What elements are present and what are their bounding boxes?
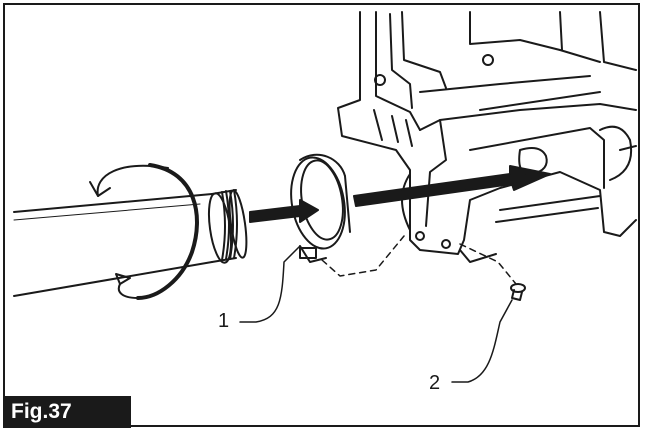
figure-frame — [3, 3, 640, 427]
callout-2: 2 — [429, 372, 441, 394]
guide-lines — [321, 235, 517, 285]
figure-label: Fig.37 — [3, 396, 131, 428]
insert-arrow-2 — [353, 165, 551, 207]
callout-1: 1 — [218, 310, 230, 332]
screw — [510, 283, 526, 301]
pipe — [13, 189, 248, 297]
tool-body — [337, 11, 637, 263]
insert-arrow-1 — [249, 199, 319, 223]
rotation-arrow — [89, 163, 199, 300]
leader-lines — [239, 245, 513, 383]
